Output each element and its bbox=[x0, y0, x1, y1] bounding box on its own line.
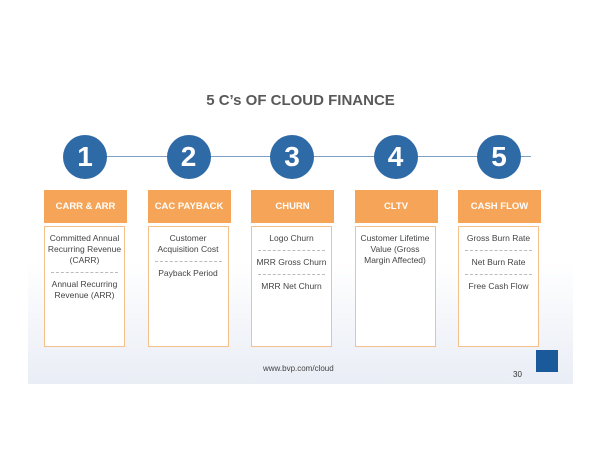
metric-item: Committed Annual Recurring Revenue (CARR… bbox=[47, 233, 122, 265]
column-header: CHURN bbox=[251, 190, 334, 223]
column-body: Customer Lifetime Value (Gross Margin Af… bbox=[354, 226, 436, 347]
metric-item: Payback Period bbox=[158, 268, 218, 278]
page-number: 30 bbox=[513, 370, 522, 379]
metric-item: Free Cash Flow bbox=[468, 281, 529, 291]
metric-item: Customer Lifetime Value (Gross Margin Af… bbox=[360, 233, 430, 265]
metric-item: Annual Recurring Revenue (ARR) bbox=[51, 279, 118, 300]
divider bbox=[258, 250, 325, 251]
metric-item: Logo Churn bbox=[269, 233, 314, 243]
slide-title: 5 C’s OF CLOUD FINANCE bbox=[206, 92, 395, 109]
metric-item: Net Burn Rate bbox=[471, 257, 526, 267]
metric-item: Customer Acquisition Cost bbox=[157, 233, 219, 254]
slide: 5 C’s OF CLOUD FINANCE 1 CARR & ARR Comm… bbox=[28, 78, 573, 384]
column-header: CASH FLOW bbox=[458, 190, 541, 223]
metric-item: MRR Net Churn bbox=[261, 281, 322, 291]
step-number-circle: 2 bbox=[166, 135, 211, 179]
step-number-circle: 5 bbox=[477, 135, 521, 179]
bvp-logo bbox=[536, 350, 558, 372]
step-number-circle: 3 bbox=[270, 135, 314, 179]
divider bbox=[154, 261, 222, 262]
metric-item: Gross Burn Rate bbox=[466, 233, 531, 243]
divider bbox=[258, 274, 325, 275]
column-header: CLTV bbox=[354, 190, 438, 223]
divider bbox=[465, 274, 532, 275]
step-number-circle: 4 bbox=[373, 135, 418, 179]
divider bbox=[51, 272, 118, 273]
column-header: CAC PAYBACK bbox=[147, 190, 231, 223]
footer-url[interactable]: www.bvp.com/cloud bbox=[263, 364, 334, 373]
column-header: CARR & ARR bbox=[44, 190, 127, 223]
step-number-circle: 1 bbox=[63, 135, 107, 179]
column-body: Committed Annual Recurring Revenue (CARR… bbox=[44, 226, 125, 347]
divider bbox=[465, 250, 532, 251]
metric-item: MRR Gross Churn bbox=[256, 257, 327, 267]
